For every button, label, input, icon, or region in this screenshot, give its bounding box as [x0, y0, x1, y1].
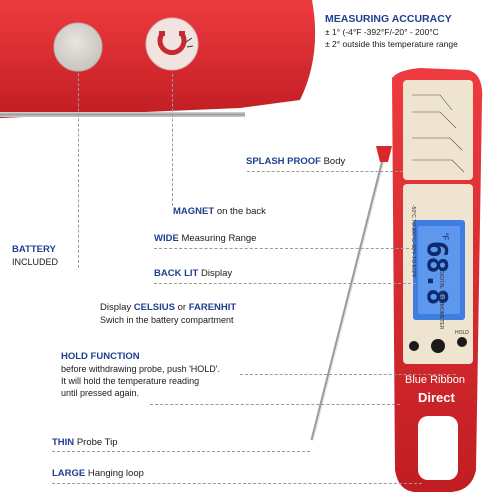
backlit-rest: Display — [200, 268, 233, 279]
wide-leader — [154, 248, 414, 249]
backlit-leader — [154, 283, 416, 284]
backlight-button — [409, 341, 419, 351]
accuracy-line2: ± 2° outside this temperature range — [325, 39, 458, 49]
large-bold: LARGE — [52, 468, 86, 479]
battery-leader — [78, 73, 79, 268]
power-button — [431, 339, 445, 353]
battery-cover — [53, 22, 103, 72]
hold-line3: until pressed again. — [61, 388, 140, 398]
accuracy-title: MEASURING ACCURACY — [325, 13, 452, 25]
hold-leader — [240, 374, 456, 375]
celsius-mid: or — [177, 302, 187, 313]
lcd-unit: °F — [440, 232, 450, 241]
magnet-rest: on the back — [216, 206, 266, 217]
brand-line2: Direct — [418, 390, 455, 405]
backlit-bold: BACK LIT — [154, 268, 199, 279]
splash-bold: SPLASH PROOF — [246, 156, 321, 167]
device-range-label: -50°C TO 300°C/-58°F TO 572°F — [410, 205, 416, 278]
hold-button-label: HOLD — [455, 330, 469, 336]
folded-probe — [0, 112, 245, 117]
battery-callout: BATTERY INCLUDED — [12, 244, 58, 268]
celsius-bold1: CELSIUS — [133, 302, 175, 313]
wide-rest: Measuring Range — [181, 233, 257, 244]
wide-bold: WIDE — [154, 233, 179, 244]
battery-bold: BATTERY — [12, 244, 56, 255]
wide-callout: WIDE Measuring Range — [154, 233, 256, 245]
brand-line1: Blue Ribbon — [405, 374, 465, 386]
splash-leader — [247, 171, 403, 172]
magnet-icon — [157, 31, 194, 56]
battery-sub: INCLUDED — [12, 257, 59, 267]
large-leader — [52, 483, 422, 484]
celsius-callout: Display CELSIUS or FARENHIT Swich in the… — [100, 302, 236, 326]
splash-callout: SPLASH PROOF Body — [246, 156, 345, 168]
large-rest: Hanging loop — [87, 468, 144, 479]
temperature-guide-lines — [412, 94, 465, 173]
magnet-disc — [145, 17, 199, 71]
hold-leader-2 — [150, 404, 400, 405]
label-panel — [403, 80, 473, 180]
thin-bold: THIN — [52, 437, 75, 448]
hold-title: HOLD FUNCTION — [61, 351, 140, 362]
hold-callout: HOLD FUNCTION before withdrawing probe, … — [61, 351, 220, 399]
thin-callout: THIN Probe Tip — [52, 437, 117, 449]
accuracy-line1: ± 1° (-4°F -392°F/-20° - 200°C — [325, 27, 439, 37]
thin-leader — [52, 451, 310, 452]
thin-rest: Probe Tip — [76, 437, 118, 448]
celsius-pre: Display — [100, 302, 132, 313]
splash-rest: Body — [323, 156, 346, 167]
large-callout: LARGE Hanging loop — [52, 468, 144, 480]
celsius-bold2: FARENHIT — [188, 302, 237, 313]
magnet-bold: MAGNET — [173, 206, 215, 217]
probe — [310, 155, 386, 441]
celsius-sub: Swich in the battery compartment — [100, 315, 234, 325]
hanging-loop — [418, 416, 458, 480]
backlit-callout: BACK LIT Display — [154, 268, 232, 280]
hold-line1: before withdrawing probe, push 'HOLD'. — [61, 364, 221, 374]
device-side-label: DIGITAL THERMOMETER — [438, 270, 444, 330]
magnet-callout: MAGNET on the back — [173, 206, 266, 218]
magnet-leader — [172, 74, 173, 206]
hold-line2: It will hold the temperature reading — [61, 376, 200, 386]
accuracy-callout: MEASURING ACCURACY ± 1° (-4°F -392°F/-20… — [325, 13, 458, 50]
hold-button — [457, 337, 467, 347]
